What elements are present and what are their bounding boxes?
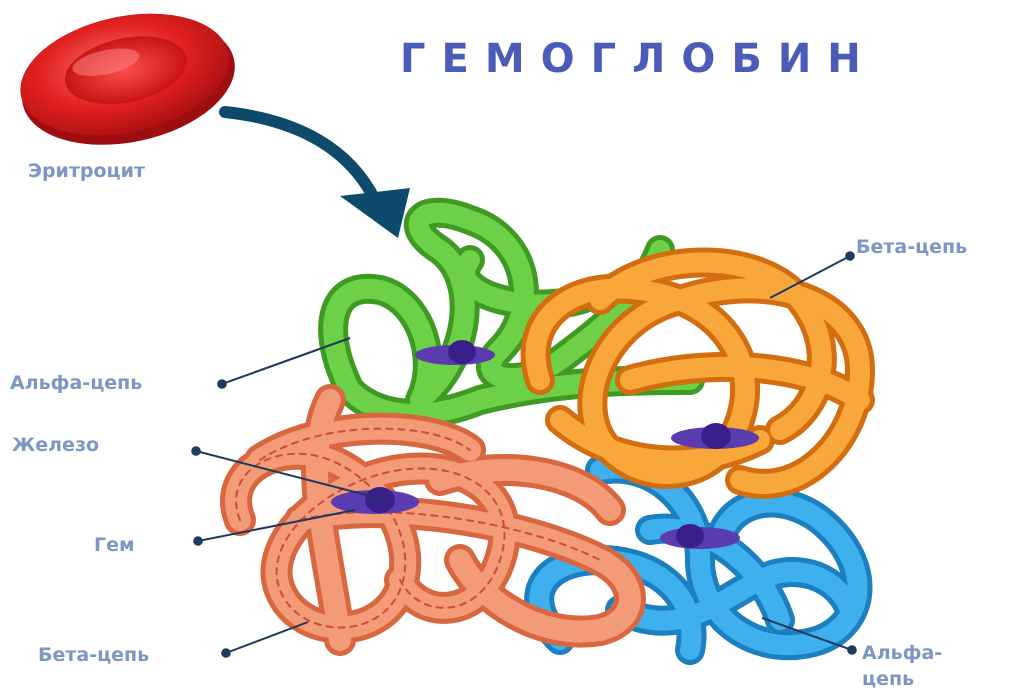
label-beta-chain-top: Бета-цепь: [856, 234, 967, 260]
callout-beta-bottom: [226, 622, 308, 653]
label-iron: Железо: [12, 432, 99, 458]
label-alpha-chain-left: Альфа-цепь: [10, 370, 142, 396]
label-erythrocyte: Эритроцит: [28, 158, 145, 184]
label-alpha-chain-bottom: Альфа- цепь: [862, 640, 982, 692]
beta-chain-orange: [536, 263, 860, 484]
arrow-to-hemoglobin: [225, 112, 410, 238]
erythrocyte: [9, 0, 246, 163]
label-heme: Гем: [94, 532, 135, 558]
diagram-title: ГЕМОГЛОБИН: [400, 36, 960, 82]
label-beta-chain-bottom: Бета-цепь: [38, 642, 149, 668]
